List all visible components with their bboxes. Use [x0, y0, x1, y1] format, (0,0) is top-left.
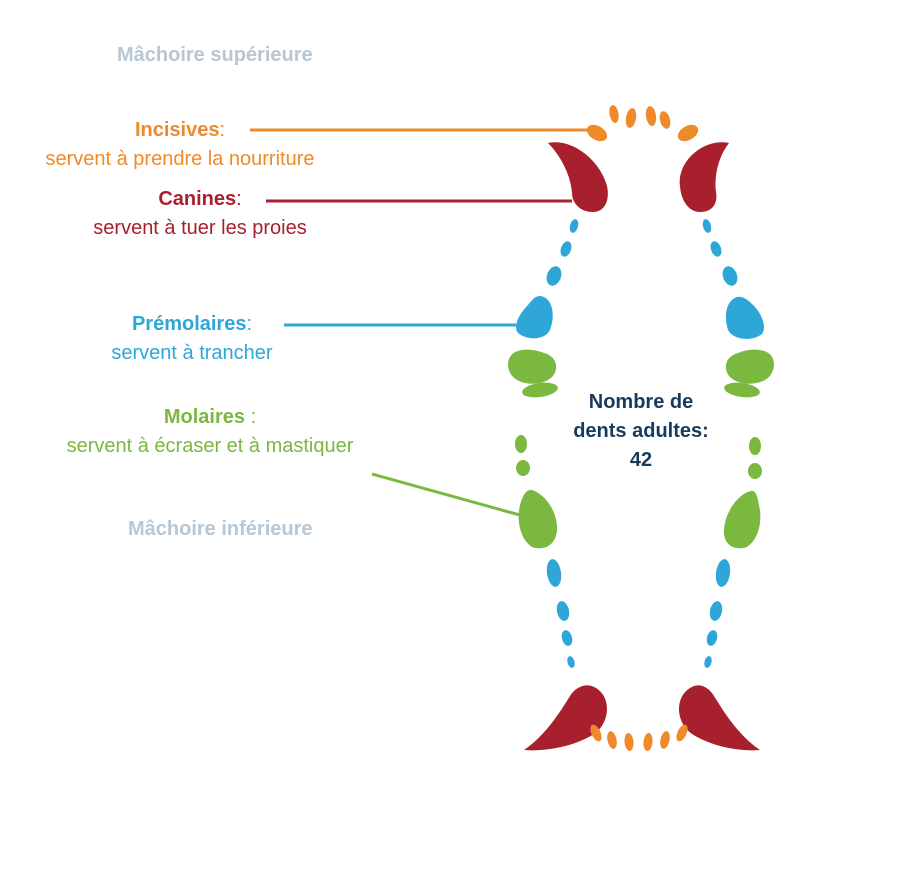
upper-premolaire: [546, 266, 562, 286]
lower-incisive: [660, 731, 670, 749]
premolaires-label: Prémolaires: servent à trancher: [62, 310, 322, 368]
lower-premolaire: [561, 630, 573, 646]
canines-label: Canines: servent à tuer les proies: [40, 185, 360, 243]
upper-canine-left: [548, 142, 608, 212]
upper-incisive: [586, 124, 608, 142]
incisives-colon: :: [219, 119, 226, 141]
upper-jaw-label: Mâchoire supérieure: [117, 44, 313, 66]
upper-molaire: [724, 382, 760, 398]
upper-molaires: [508, 349, 774, 398]
molaires-label: Molaires : servent à écraser et à mastiq…: [40, 403, 380, 461]
upper-premolaire: [722, 266, 738, 286]
lower-premolaire: [706, 630, 718, 646]
upper-incisive: [645, 106, 657, 126]
lower-premolaire: [567, 656, 575, 668]
lower-incisive: [676, 724, 688, 742]
upper-incisives: [586, 105, 699, 142]
premolaires-desc: servent à trancher: [111, 342, 273, 364]
lower-incisive: [590, 724, 602, 742]
upper-premolaire: [710, 241, 722, 257]
upper-incisive: [625, 108, 637, 128]
upper-canine-right: [679, 142, 729, 212]
lower-premolaires: [546, 559, 731, 668]
lower-molaire: [516, 460, 530, 476]
lower-premolaire: [709, 601, 723, 621]
teeth-count-line2: dents adultes:: [573, 420, 709, 442]
molaires-desc: servent à écraser et à mastiquer: [66, 435, 354, 457]
lower-molaire: [748, 463, 762, 479]
lower-molaire: [723, 490, 761, 549]
lower-premolaire: [715, 559, 731, 587]
upper-canines: [548, 142, 729, 212]
incisives-name: Incisives: [134, 119, 220, 141]
teeth-count: Nombre de dents adultes: 42: [556, 388, 726, 475]
lower-molaire: [749, 437, 761, 455]
incisives-desc: servent à prendre la nourriture: [45, 148, 315, 170]
molaires-leader: [371, 472, 528, 519]
lower-premolaire: [556, 601, 570, 621]
upper-incisive: [659, 111, 671, 129]
lower-premolaire: [546, 559, 562, 587]
lower-incisives: [590, 724, 688, 751]
molaires-colon: :: [245, 406, 257, 428]
upper-incisive: [677, 124, 699, 142]
upper-premolaire: [725, 296, 764, 339]
lower-canine-right: [678, 685, 760, 751]
upper-molaire: [522, 382, 558, 398]
upper-premolaires: [516, 219, 764, 339]
premolaires-colon: :: [246, 313, 253, 335]
canines-colon: :: [236, 188, 242, 210]
lower-jaw-label: Mâchoire inférieure: [128, 518, 313, 540]
lower-molaire: [515, 435, 527, 453]
molaires-name: Molaires: [163, 406, 246, 428]
teeth-count-line1: Nombre de: [588, 391, 694, 413]
canines-desc: servent à tuer les proies: [93, 217, 307, 239]
lower-incisive: [607, 731, 617, 749]
lower-molaire: [518, 489, 558, 549]
lower-premolaire: [704, 656, 712, 668]
premolaires-name: Prémolaires: [131, 313, 247, 335]
upper-premolaire: [569, 219, 579, 233]
upper-incisive: [609, 105, 619, 123]
upper-molaire: [725, 349, 774, 384]
teeth-count-value: 42: [629, 449, 653, 471]
lower-canine-left: [524, 685, 608, 751]
lower-incisive: [624, 733, 634, 751]
upper-premolaire: [516, 296, 553, 339]
incisives-label: Incisives: servent à prendre la nourritu…: [20, 116, 340, 174]
upper-premolaire: [560, 241, 572, 257]
canines-name: Canines: [158, 188, 237, 210]
lower-molaires: [515, 435, 762, 549]
upper-premolaire: [702, 219, 712, 233]
lower-canines: [524, 685, 760, 751]
upper-molaire: [508, 349, 557, 384]
lower-incisive: [643, 733, 653, 751]
